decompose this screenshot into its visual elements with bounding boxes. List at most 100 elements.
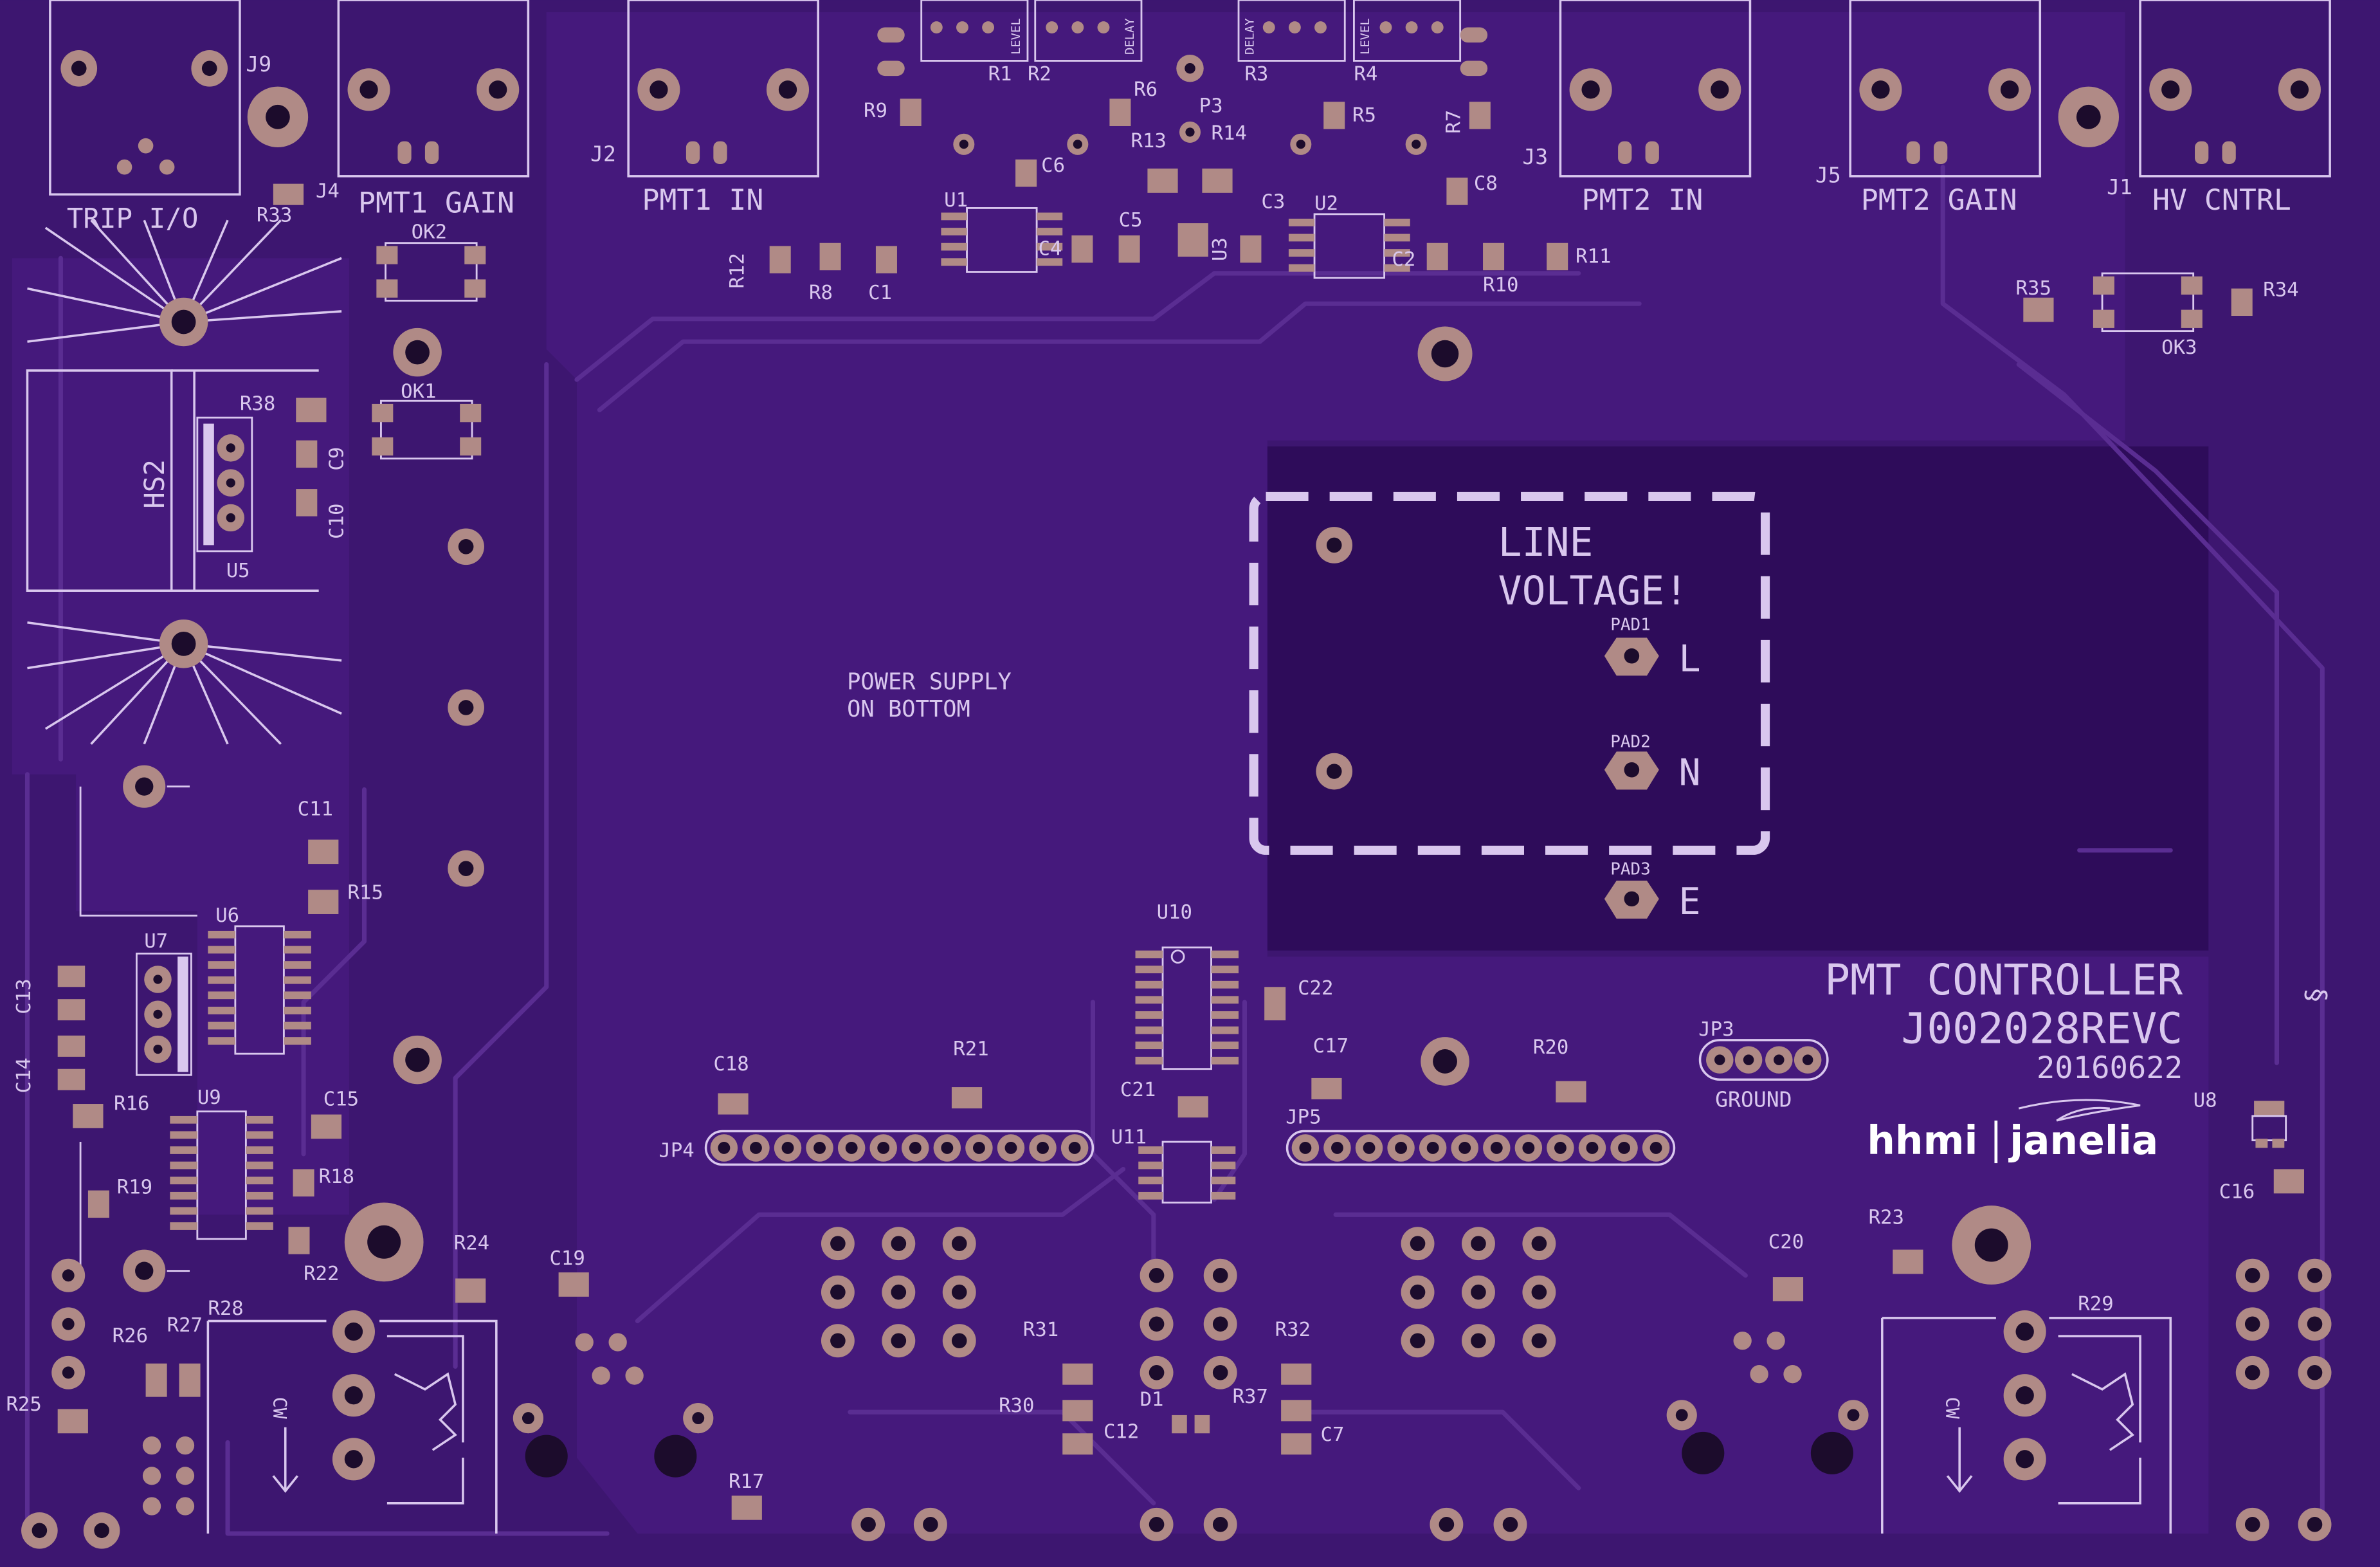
r15-ref: R15 xyxy=(348,881,383,904)
r21-ref: R21 xyxy=(953,1038,988,1060)
potentiometer-r28[interactable]: CW R28 xyxy=(206,1297,498,1534)
jp5-ref: JP5 xyxy=(1285,1106,1321,1129)
r30-ref: R30 xyxy=(999,1395,1034,1417)
r29-ref: R29 xyxy=(2078,1293,2113,1315)
ground-pour xyxy=(546,12,2209,1534)
pin-hole xyxy=(1522,1142,1535,1154)
header-jp5[interactable]: JP5 xyxy=(1285,1106,1676,1166)
ok3-ref: OK3 xyxy=(2161,336,2197,359)
line-voltage-pour xyxy=(1267,446,2209,951)
pin-hole xyxy=(1471,1284,1486,1300)
u8-area: U8 C16 xyxy=(2194,1090,2304,1203)
pad1-ref: PAD1 xyxy=(1610,616,1651,635)
pin-hole xyxy=(1490,1142,1503,1154)
pin-hole xyxy=(1037,1142,1049,1154)
regulator-u5[interactable]: U5 xyxy=(196,416,253,582)
r28-ref: R28 xyxy=(208,1297,243,1320)
pad-e[interactable]: PAD3 E xyxy=(1604,860,1701,923)
pin-hole xyxy=(830,1236,846,1251)
connector-j9[interactable]: TRIP I/O J9 xyxy=(49,0,271,235)
pin-hole xyxy=(830,1284,846,1300)
connector-j4[interactable]: J4 PMT1 GAIN xyxy=(316,0,530,220)
top-designators: R9 R6 P3 R13 R14 R5 R7 C6 C3 C8 C4 C5 U3… xyxy=(257,78,2299,304)
pin-hole xyxy=(923,1517,938,1532)
optocoupler-ok1[interactable]: OK1 xyxy=(372,380,482,460)
pad-l[interactable]: PAD1 L xyxy=(1604,616,1701,681)
pin-hole xyxy=(1586,1142,1599,1154)
r17-ref: R17 xyxy=(729,1471,764,1493)
ic-u11[interactable]: U11 xyxy=(1111,1126,1236,1204)
ic-u10[interactable]: U10 xyxy=(1135,901,1239,1070)
potentiometer-r29[interactable]: CW R29 xyxy=(1881,1293,2172,1534)
connector-j2[interactable]: J2 PMT1 IN xyxy=(590,0,819,217)
hs2-ref: HS2 xyxy=(140,459,171,509)
board-date: 20160622 xyxy=(2037,1050,2183,1086)
c5-ref: C5 xyxy=(1119,209,1143,232)
r13-ref: R13 xyxy=(1131,130,1166,152)
ic-u2[interactable]: U2 xyxy=(1288,192,1410,279)
r24-ref: R24 xyxy=(454,1233,489,1255)
pin-hole xyxy=(891,1236,907,1251)
pin-hole xyxy=(1149,1365,1165,1380)
smd-left-upper: R38 C9 C10 xyxy=(240,392,349,539)
line-voltage-zone: LINE VOLTAGE! xyxy=(1249,491,1770,855)
connector-j3[interactable]: J3 PMT2 IN xyxy=(1522,0,1752,217)
heatsink-hs2[interactable]: HS2 xyxy=(26,219,342,745)
pin-hole xyxy=(972,1142,985,1154)
connector-j5[interactable]: J5 PMT2 GAIN xyxy=(1815,0,2042,217)
pad-n[interactable]: PAD2 N xyxy=(1604,732,1701,794)
pin-hole xyxy=(941,1142,954,1154)
c18-ref: C18 xyxy=(713,1053,749,1076)
pin-hole xyxy=(1471,1333,1486,1349)
pin-hole xyxy=(1618,1142,1630,1154)
connector-j1[interactable]: J1 HV CNTRL xyxy=(2107,0,2331,217)
mounting-slot xyxy=(525,1434,568,1478)
optocoupler-ok2[interactable]: OK2 xyxy=(376,221,486,302)
regulator-u7[interactable]: U7 xyxy=(136,930,192,1076)
pin-hole xyxy=(2307,1316,2323,1332)
pin-hole xyxy=(1554,1142,1567,1154)
r38-ref: R38 xyxy=(240,392,275,415)
pin-hole xyxy=(813,1142,826,1154)
optocoupler-ok3[interactable]: OK3 xyxy=(2093,272,2203,359)
pad3-ref: PAD3 xyxy=(1610,860,1651,879)
c21-ref: C21 xyxy=(1120,1079,1156,1101)
ic-u6[interactable]: U6 xyxy=(208,904,311,1055)
r4-ref: R4 xyxy=(1354,63,1377,86)
mounting-slot xyxy=(1682,1431,1725,1474)
trimpot-r1[interactable]: LEVEL R1 xyxy=(920,0,1029,86)
j2-ref: J2 xyxy=(590,141,616,166)
r32-ref: R32 xyxy=(1275,1319,1311,1341)
pin-hole xyxy=(1649,1142,1662,1154)
pin-hole xyxy=(1068,1142,1081,1154)
pin-hole xyxy=(1004,1142,1017,1154)
c19-ref: C19 xyxy=(549,1247,585,1270)
pin-hole xyxy=(1363,1142,1376,1154)
pin-hole xyxy=(909,1142,922,1154)
ic-u1[interactable]: U1 xyxy=(941,189,1063,273)
u2-ref: U2 xyxy=(1314,192,1338,215)
c20-ref: C20 xyxy=(1768,1231,1804,1253)
pin-hole xyxy=(781,1142,794,1154)
logo-hhmi: hhmi xyxy=(1867,1118,1977,1164)
trimpot-r2[interactable]: DELAY R2 xyxy=(1028,0,1143,86)
r31-ref: R31 xyxy=(1023,1319,1058,1341)
pot-oval-pads xyxy=(877,27,1488,77)
warning-line1: LINE xyxy=(1498,520,1594,565)
trimpot-r4[interactable]: LEVEL R4 xyxy=(1352,0,1462,86)
u3-ref: U3 xyxy=(1209,237,1231,261)
j3-ref: J3 xyxy=(1522,144,1548,169)
header-jp3-ground[interactable]: JP3 GROUND xyxy=(1698,1018,1829,1112)
r34-ref: R34 xyxy=(2263,279,2298,301)
trimpot-r3[interactable]: DELAY R3 xyxy=(1237,0,1346,86)
r16-ref: R16 xyxy=(114,1092,149,1115)
c2-ref: C2 xyxy=(1392,248,1415,271)
header-jp4[interactable]: JP4 xyxy=(659,1130,1095,1166)
r1-ref: R1 xyxy=(988,63,1012,86)
pin-hole xyxy=(2307,1517,2323,1532)
ic-u9[interactable]: U9 xyxy=(170,1086,273,1240)
c6-ref: C6 xyxy=(1041,154,1065,177)
pin-hole xyxy=(1299,1142,1312,1154)
r1-level-label: LEVEL xyxy=(1009,18,1023,55)
r6-ref: R6 xyxy=(1134,78,1158,101)
